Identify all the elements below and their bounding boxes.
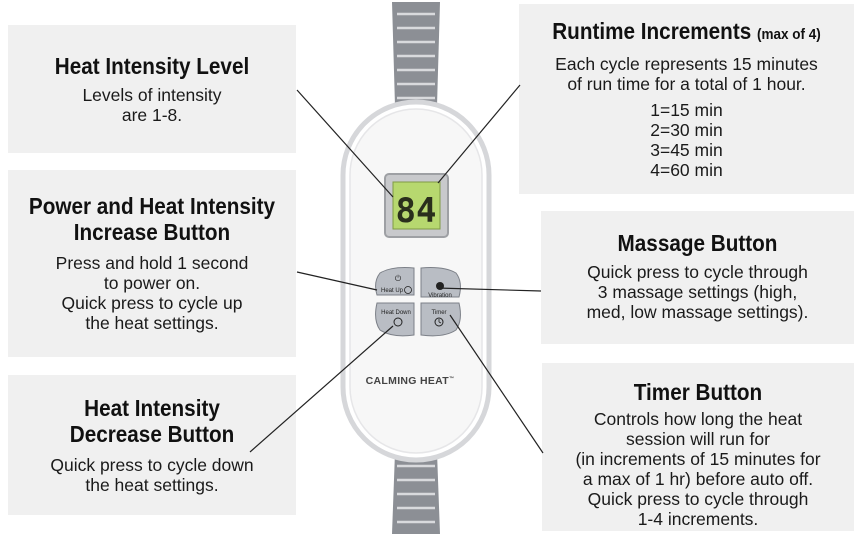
timer-desc-6: 1-4 increments. — [637, 509, 759, 529]
runtime-list-item: 3=45 min — [650, 140, 723, 160]
bottom-cable — [392, 452, 440, 534]
timer-desc-3: (in increments of 15 minutes for — [575, 449, 821, 469]
massage-button-title: Massage Button — [617, 230, 778, 256]
brand-logo: CALMING HEAT™ — [366, 375, 455, 387]
timer-button-callout: Timer Button Controls how long the heat … — [542, 363, 854, 531]
heat-intensity-level-title: Heat Intensity Level — [54, 53, 250, 79]
vibration-label: Vibration — [428, 293, 452, 299]
leader-timer — [449, 314, 544, 454]
leader-power — [296, 271, 378, 291]
timer-button-title: Timer Button — [633, 379, 763, 405]
timer-button[interactable]: Timer — [420, 302, 461, 337]
heat-down-button[interactable]: Heat Down — [375, 302, 415, 337]
leader-massage — [436, 287, 542, 292]
heat-up-label: Heat Up — [381, 288, 404, 294]
massage-desc-1: Quick press to cycle through — [587, 262, 808, 282]
massage-desc-3: med, low massage settings). — [586, 302, 809, 322]
power-increase-desc-1: Press and hold 1 second — [55, 253, 249, 273]
massage-button-callout: Massage Button Quick press to cycle thro… — [541, 211, 854, 344]
power-increase-desc-4: the heat settings. — [85, 313, 219, 333]
heat-decrease-desc-2: the heat settings. — [85, 475, 219, 495]
lcd-display-value: 84 — [396, 191, 437, 231]
heat-intensity-level-desc-2: are 1-8. — [121, 105, 183, 125]
runtime-increments-title: Runtime Increments (max of 4) — [552, 18, 821, 44]
heat-decrease-desc-1: Quick press to cycle down — [50, 455, 254, 475]
leader-heat-down — [249, 325, 394, 453]
heat-up-icon — [404, 286, 412, 294]
runtime-increments-callout: Runtime Increments (max of 4) Each cycle… — [519, 4, 854, 194]
heat-decrease-title-1: Heat Intensity — [84, 395, 220, 421]
heat-intensity-level-desc-1: Levels of intensity — [82, 85, 222, 105]
runtime-list-item: 1=15 min — [650, 100, 723, 120]
timer-label: Timer — [431, 310, 446, 316]
timer-desc-1: Controls how long the heat — [593, 409, 803, 429]
power-increase-desc-3: Quick press to cycle up — [61, 293, 243, 313]
runtime-desc-1: Each cycle represents 15 minutes — [555, 54, 818, 74]
power-increase-desc-2: to power on. — [103, 273, 201, 293]
power-icon: ⏻ — [395, 274, 402, 283]
heat-down-icon — [393, 317, 403, 327]
leader-heat-level — [296, 89, 394, 198]
power-increase-title-1: Power and Heat Intensity — [28, 193, 276, 219]
timer-desc-5: Quick press to cycle through — [587, 489, 809, 509]
heat-decrease-callout: Heat Intensity Decrease Button Quick pre… — [8, 375, 296, 515]
clock-icon — [434, 317, 444, 327]
power-increase-title-2: Increase Button — [73, 219, 231, 245]
leader-runtime — [437, 84, 521, 184]
timer-desc-2: session will run for — [626, 429, 770, 449]
vibration-button[interactable]: Vibration — [420, 267, 461, 299]
heat-intensity-level-callout: Heat Intensity Level Levels of intensity… — [8, 25, 296, 153]
heat-decrease-title-2: Decrease Button — [69, 421, 235, 447]
runtime-desc-2: of run time for a total of 1 hour. — [567, 74, 806, 94]
vibration-icon — [436, 282, 444, 290]
timer-desc-4: a max of 1 hr) before auto off. — [582, 469, 814, 489]
top-cable — [392, 2, 440, 106]
power-increase-callout: Power and Heat Intensity Increase Button… — [8, 170, 296, 357]
lcd-display — [392, 181, 441, 230]
leader-lines — [249, 84, 544, 454]
massage-desc-2: 3 massage settings (high, — [597, 282, 798, 302]
heat-up-button[interactable]: ⏻ Heat Up — [375, 267, 415, 296]
runtime-list-item: 2=30 min — [650, 120, 723, 140]
heat-down-label: Heat Down — [381, 310, 411, 316]
runtime-list-item: 4=60 min — [650, 160, 723, 180]
